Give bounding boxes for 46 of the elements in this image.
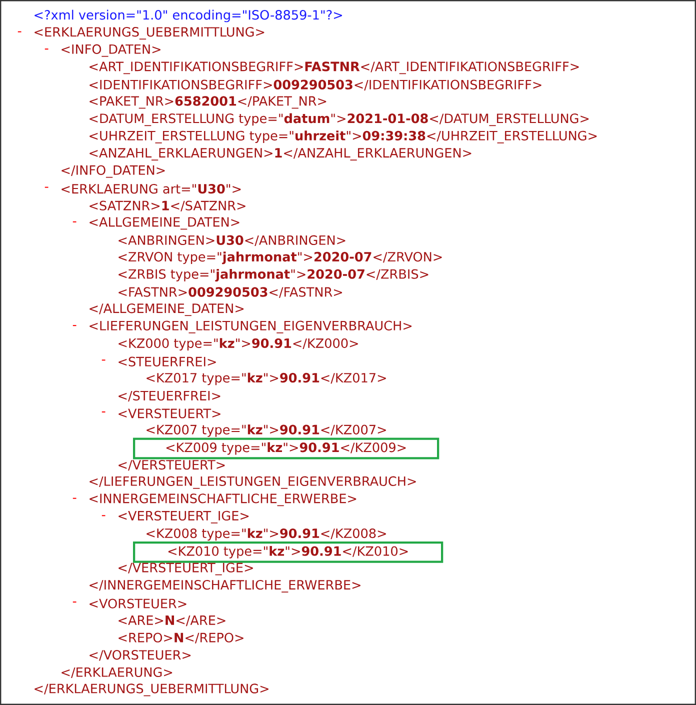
highlight-box: <KZ010 type="kz">90.91</KZ010>: [133, 541, 444, 563]
xml-line: <FASTNR>009290503</FASTNR>: [118, 287, 342, 298]
xml-line: </ERKLAERUNG>: [62, 667, 172, 678]
collapse-marker: -: [102, 360, 106, 361]
collapse-marker: -: [102, 515, 106, 516]
xml-line: <ANZAHL_ERKLAERUNGEN>1</ANZAHL_ERKLAERUNGEN>: [90, 148, 472, 160]
xml-line: <REPO>N</REPO>: [118, 632, 244, 644]
xml-line: <?xml version="1.0" encoding="ISO-8859-1"?>: [34, 10, 342, 22]
xml-line: <DATUM_ERSTELLUNG type="datum">2021-01-08</DATUM_ERSTELLUNG>: [90, 113, 589, 126]
collapse-marker: -: [44, 48, 48, 50]
collapse-marker: -: [44, 186, 48, 188]
xml-line: </INFO_DATEN>: [62, 165, 165, 178]
xml-line: <VERSTEUERT_IGE>: [118, 510, 249, 524]
xml-line: <KZ017 type="kz">90.91</KZ017>: [146, 372, 386, 386]
collapse-marker: -: [72, 221, 76, 222]
collapse-marker: -: [72, 602, 76, 603]
xml-line: </INNERGEMEINSCHAFTLICHE_ERWERBE>: [90, 580, 360, 592]
xml-line: <STEUERFREI>: [118, 356, 216, 366]
xml-line: <LIEFERUNGEN_LEISTUNGEN_EIGENVERBRAUCH>: [90, 320, 412, 334]
xml-line: <ANBRINGEN>U30</ANBRINGEN>: [118, 235, 346, 246]
xml-line: <ALLGEMEINE_DATEN>: [90, 217, 240, 230]
xml-line: <VERSTEUERT>: [118, 408, 220, 418]
xml-line: </ALLGEMEINE_DATEN>: [90, 304, 244, 316]
xml-line: </LIEFERUNGEN_LEISTUNGEN_EIGENVERBRAUCH>: [90, 476, 416, 489]
xml-line: <UHRZEIT_ERSTELLUNG type="uhrzeit">09:39:38</UHRZEIT_ERSTELLUNG>: [90, 130, 597, 144]
xml-line: <INFO_DATEN>: [62, 44, 160, 57]
xml-line: <VORSTEUER>: [90, 598, 186, 608]
highlight-box: <KZ009 type="kz">90.91</KZ009>: [133, 438, 440, 460]
xml-line: </STEUERFREI>: [118, 390, 220, 402]
xml-line: <ZRVON type="jahrmonat">2020-07</ZRVON>: [118, 252, 442, 264]
collapse-marker: -: [72, 498, 76, 499]
xml-line: <ARE>N</ARE>: [118, 616, 226, 626]
xml-line: <ZRBIS type="jahrmonat">2020-07</ZRBIS>: [118, 268, 428, 282]
xml-line: <ART_IDENTIFIKATIONSBEGRIFF>FASTNR</ART_IDENTIFIKATIONSBEGRIFF>: [90, 62, 579, 74]
xml-line: </ERKLAERUNGS_UEBERMITTLUNG>: [34, 684, 268, 696]
xml-line: </VORSTEUER>: [90, 650, 191, 661]
xml-line: <PAKET_NR>6582001</PAKET_NR>: [90, 96, 326, 109]
xml-line: <ERKLAERUNGS_UEBERMITTLUNG>: [34, 27, 264, 40]
collapse-marker: -: [102, 411, 106, 412]
xml-line: <ERKLAERUNG art="U30">: [62, 184, 241, 194]
xml-line: <IDENTIFIKATIONSBEGRIFF>009290503</IDENTIFIKATIONSBEGRIFF>: [90, 80, 542, 90]
collapse-marker: -: [18, 31, 22, 32]
collapse-marker: -: [72, 325, 76, 326]
xml-line: <INNERGEMEINSCHAFTLICHE_ERWERBE>: [90, 494, 356, 506]
xml-line: <KZ000 type="kz">90.91</KZ000>: [118, 338, 358, 350]
xml-line: <SATZNR>1</SATZNR>: [90, 200, 246, 212]
